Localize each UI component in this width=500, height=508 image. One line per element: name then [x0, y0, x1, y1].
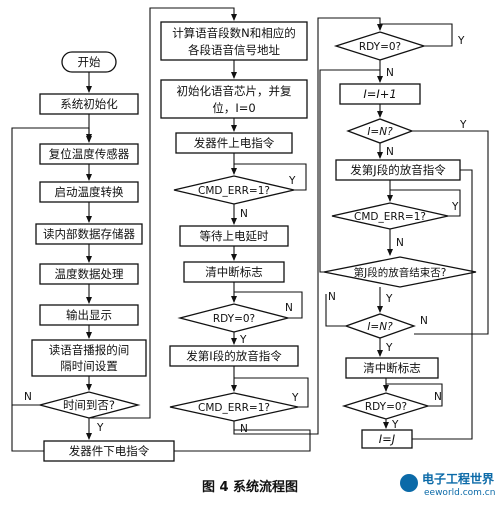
- start-convert-node: 启动温度转换: [39, 181, 139, 203]
- yes-label-ieqn2: Y: [385, 342, 393, 354]
- clear-int-2-node: 清中断标志: [345, 357, 439, 379]
- no-label-rdy3: N: [434, 391, 442, 403]
- no-label-rdy2: N: [386, 67, 394, 79]
- yes-label-ieqn1: Y: [459, 119, 467, 131]
- no-label-err3: N: [396, 237, 404, 249]
- yes-label-rdy1: Y: [239, 334, 247, 346]
- read-mem-node: 读内部数据存储器: [35, 223, 143, 245]
- power-on-label: 发器件上电指令: [194, 136, 275, 150]
- i-inc-label: I=I+1: [363, 87, 396, 101]
- calc-label-2: 各段语音信号地址: [188, 43, 280, 57]
- wait-delay-label: 等待上电延时: [200, 229, 269, 243]
- rdy-1-label: RDY=0?: [213, 313, 255, 325]
- rdy-2-label: RDY=0?: [359, 41, 401, 53]
- read-interval-label-1: 读语音播报的间: [49, 343, 130, 357]
- start-label: 开始: [78, 55, 101, 69]
- no-label-err2: N: [240, 423, 248, 435]
- i-eq-n-2-node: I=N?: [344, 313, 416, 339]
- yes-label-err2: Y: [291, 392, 299, 404]
- output-display-label: 输出显示: [66, 308, 112, 322]
- seg-end-label: 第J段的放音结束否?: [354, 266, 447, 279]
- calc-node: 计算语音段数N和相应的 各段语音信号地址: [160, 21, 308, 61]
- no-label-segend: N: [328, 291, 336, 303]
- clear-int-1-node: 清中断标志: [183, 261, 285, 283]
- cmd-err-3-label: CMD_ERR=1?: [354, 211, 426, 223]
- init-chip-node: 初始化语音芯片，并复 位，I=0: [160, 79, 308, 119]
- no-label-ieqn2: N: [420, 315, 428, 327]
- yes-label-err1: Y: [288, 175, 296, 187]
- yes-label-err3: Y: [451, 201, 459, 213]
- temp-process-label: 温度数据处理: [55, 267, 124, 281]
- clear-int-2-label: 清中断标志: [363, 361, 421, 375]
- i-eq-j-node: I=J: [361, 429, 413, 449]
- init-chip-label-2: 位，I=0: [212, 101, 255, 115]
- power-off-label: 发器件下电指令: [69, 444, 150, 458]
- read-mem-label: 读内部数据存储器: [43, 227, 135, 241]
- calc-label-1: 计算语音段数N和相应的: [172, 26, 296, 40]
- temp-process-node: 温度数据处理: [39, 263, 139, 285]
- send-play-j-label: 发第J段的放音指令: [350, 163, 446, 177]
- cmd-err-1-label: CMD_ERR=1?: [198, 185, 270, 197]
- watermark: 电子工程世界 eeworld.com.cn: [400, 471, 495, 498]
- no-label-rdy1: N: [285, 302, 293, 314]
- clear-int-1-label: 清中断标志: [205, 265, 263, 279]
- cmd-err-2-node: CMD_ERR=1?: [169, 392, 299, 422]
- rdy-3-node: RDY=0?: [341, 392, 431, 420]
- no-label-ieqn1: N: [386, 146, 394, 158]
- init-label: 系统初始化: [60, 97, 118, 111]
- cmd-err-3-node: CMD_ERR=1?: [331, 202, 449, 230]
- i-eq-j-label: I=J: [379, 432, 396, 446]
- cmd-err-2-label: CMD_ERR=1?: [198, 402, 270, 414]
- init-chip-label-1: 初始化语音芯片，并复: [177, 84, 292, 98]
- power-off-node: 发器件下电指令: [43, 440, 175, 462]
- rdy-2-node: RDY=0?: [333, 31, 427, 61]
- watermark-url: eeworld.com.cn: [424, 488, 495, 498]
- yes-label-rdy2: Y: [457, 35, 465, 47]
- rdy-1-node: RDY=0?: [177, 303, 291, 333]
- read-interval-label-2: 隔时间设置: [60, 359, 118, 373]
- send-play-i-label: 发第I段的放音指令: [186, 349, 282, 363]
- read-interval-node: 读语音播报的间 隔时间设置: [31, 339, 147, 377]
- figure-caption: 图 4 系统流程图: [202, 479, 298, 495]
- yes-label-segend: Y: [385, 293, 393, 305]
- wait-delay-node: 等待上电延时: [179, 225, 289, 247]
- send-play-i-node: 发第I段的放音指令: [169, 345, 299, 367]
- watermark-logo-icon: [400, 474, 418, 492]
- yes-label-rdy3: Y: [391, 419, 399, 431]
- start-node: 开始: [61, 51, 117, 73]
- i-eq-n-2-label: I=N?: [367, 321, 393, 333]
- time-reached-label: 时间到否?: [63, 398, 115, 412]
- no-label-time: N: [24, 391, 32, 403]
- send-play-j-node: 发第J段的放音指令: [335, 159, 461, 181]
- i-eq-n-1-node: I=N?: [346, 118, 414, 144]
- output-display-node: 输出显示: [39, 304, 139, 326]
- start-convert-label: 启动温度转换: [55, 185, 124, 199]
- rdy-3-label: RDY=0?: [365, 401, 407, 413]
- watermark-logo-text: 电子工程世界: [422, 471, 494, 486]
- yes-label-time: Y: [96, 422, 104, 434]
- no-label-err1: N: [240, 208, 248, 220]
- cmd-err-1-node: CMD_ERR=1?: [173, 175, 295, 205]
- reset-sensor-node: 复位温度传感器: [39, 143, 139, 165]
- init-node: 系统初始化: [39, 93, 139, 115]
- i-inc-node: I=I+1: [339, 83, 421, 105]
- time-reached-node: 时间到否?: [37, 391, 141, 419]
- i-eq-n-1-label: I=N?: [367, 126, 393, 138]
- seg-end-node: 第J段的放音结束否?: [323, 256, 477, 288]
- reset-sensor-label: 复位温度传感器: [49, 147, 130, 161]
- power-on-node: 发器件上电指令: [175, 132, 293, 154]
